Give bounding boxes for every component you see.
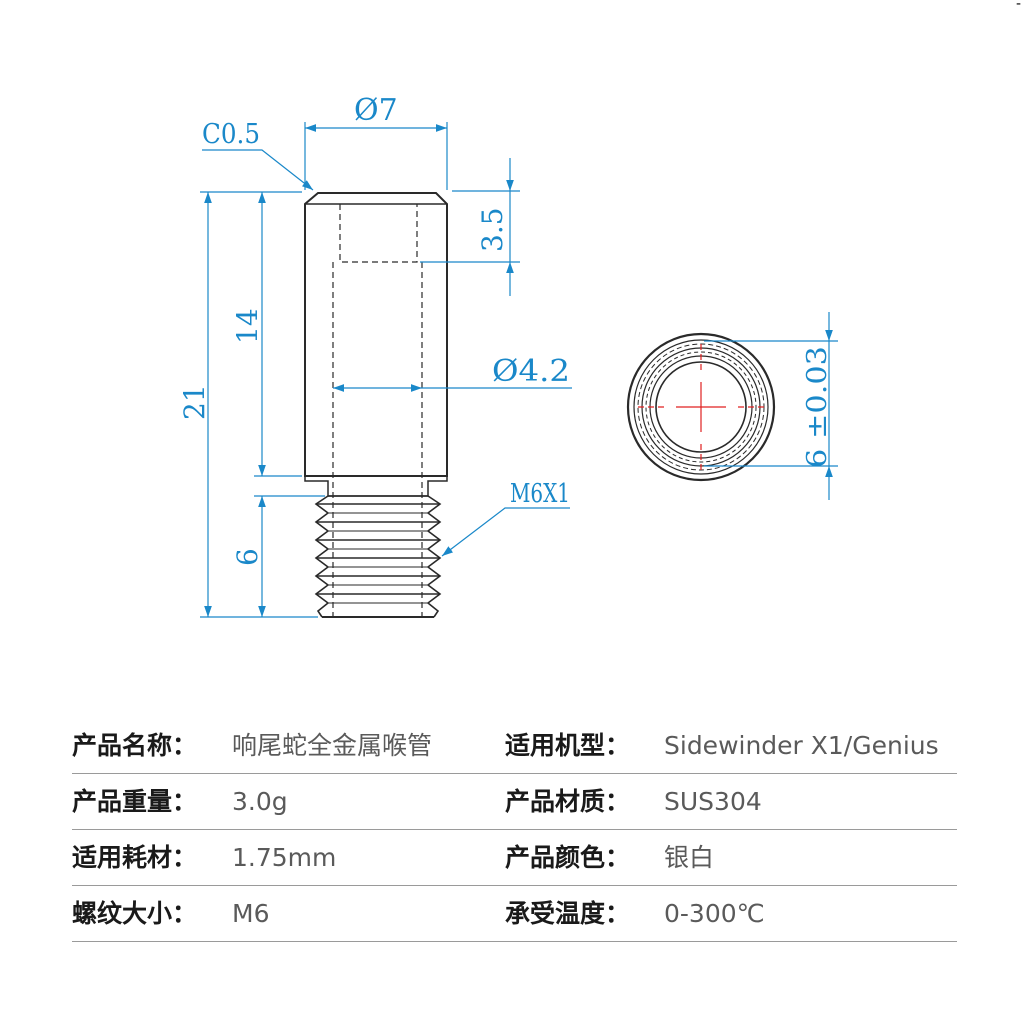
dim-text-thread-length: 6 [231,548,264,566]
spec-value: 0-300℃ [664,899,765,928]
spec-label: 适用机型： [505,731,631,760]
thread-section [314,495,442,618]
upper-body-outline [304,192,448,477]
spec-value: SUS304 [664,787,762,816]
spec-label: 产品颜色： [505,843,631,872]
dim-text-inner-bore: Ø4.2 [492,354,570,389]
spec-label: 承受温度： [505,899,631,928]
leader-thread [441,507,570,557]
dim-text-shank-length: 14 [231,308,264,344]
corner-mark: - [1015,0,1021,12]
spec-value: Sidewinder X1/Genius [664,731,939,760]
spec-label: 产品重量： [72,787,198,816]
thread-right-profile [426,495,442,618]
spec-value: 银白 [664,843,715,872]
dim-text-end-view-diameter: 6 ±0.03 [802,346,833,468]
center-cross [638,344,764,470]
dim-text-thread-spec: M6X1 [510,479,570,509]
spec-row: 产品重量： 3.0g 产品材质： SUS304 [72,774,957,830]
dim-text-depth-top: 3.5 [476,207,509,252]
spec-label: 螺纹大小： [72,899,198,928]
neck-outline [304,476,448,497]
end-view-outer-circle [626,332,776,482]
thread-left-profile [314,495,330,618]
hidden-lines [332,204,423,617]
spec-label: 适用耗材： [72,843,198,872]
spec-value: 3.0g [232,787,288,816]
dim-text-chamfer: C0.5 [202,119,260,150]
counterbore-hidden [339,204,418,263]
spec-label: 产品名称： [72,731,198,760]
side-view-dimensions [200,122,572,618]
spec-value: M6 [232,899,270,928]
spec-row: 适用耗材： 1.75mm 产品颜色： 银白 [72,830,957,886]
end-view-dimensions [704,312,838,500]
spec-row: 产品名称： 响尾蛇全金属喉管 适用机型： Sidewinder X1/Genius [72,718,957,774]
spec-value: 1.75mm [232,843,337,872]
spec-label: 产品材质： [505,787,631,816]
dim-text-diameter-outer: Ø7 [354,93,398,128]
leader-chamfer [202,149,314,191]
spec-value: 响尾蛇全金属喉管 [232,731,433,760]
side-view-part [304,192,448,497]
spec-row: 螺纹大小： M6 承受温度： 0-300℃ [72,886,957,942]
dim-text-total-length: 21 [178,384,211,420]
end-view-bore-circle [655,361,747,453]
technical-drawing: C0.5 Ø7 Ø4.2 M6X1 21 14 6 3.5 6 ±0.03 [178,93,838,618]
